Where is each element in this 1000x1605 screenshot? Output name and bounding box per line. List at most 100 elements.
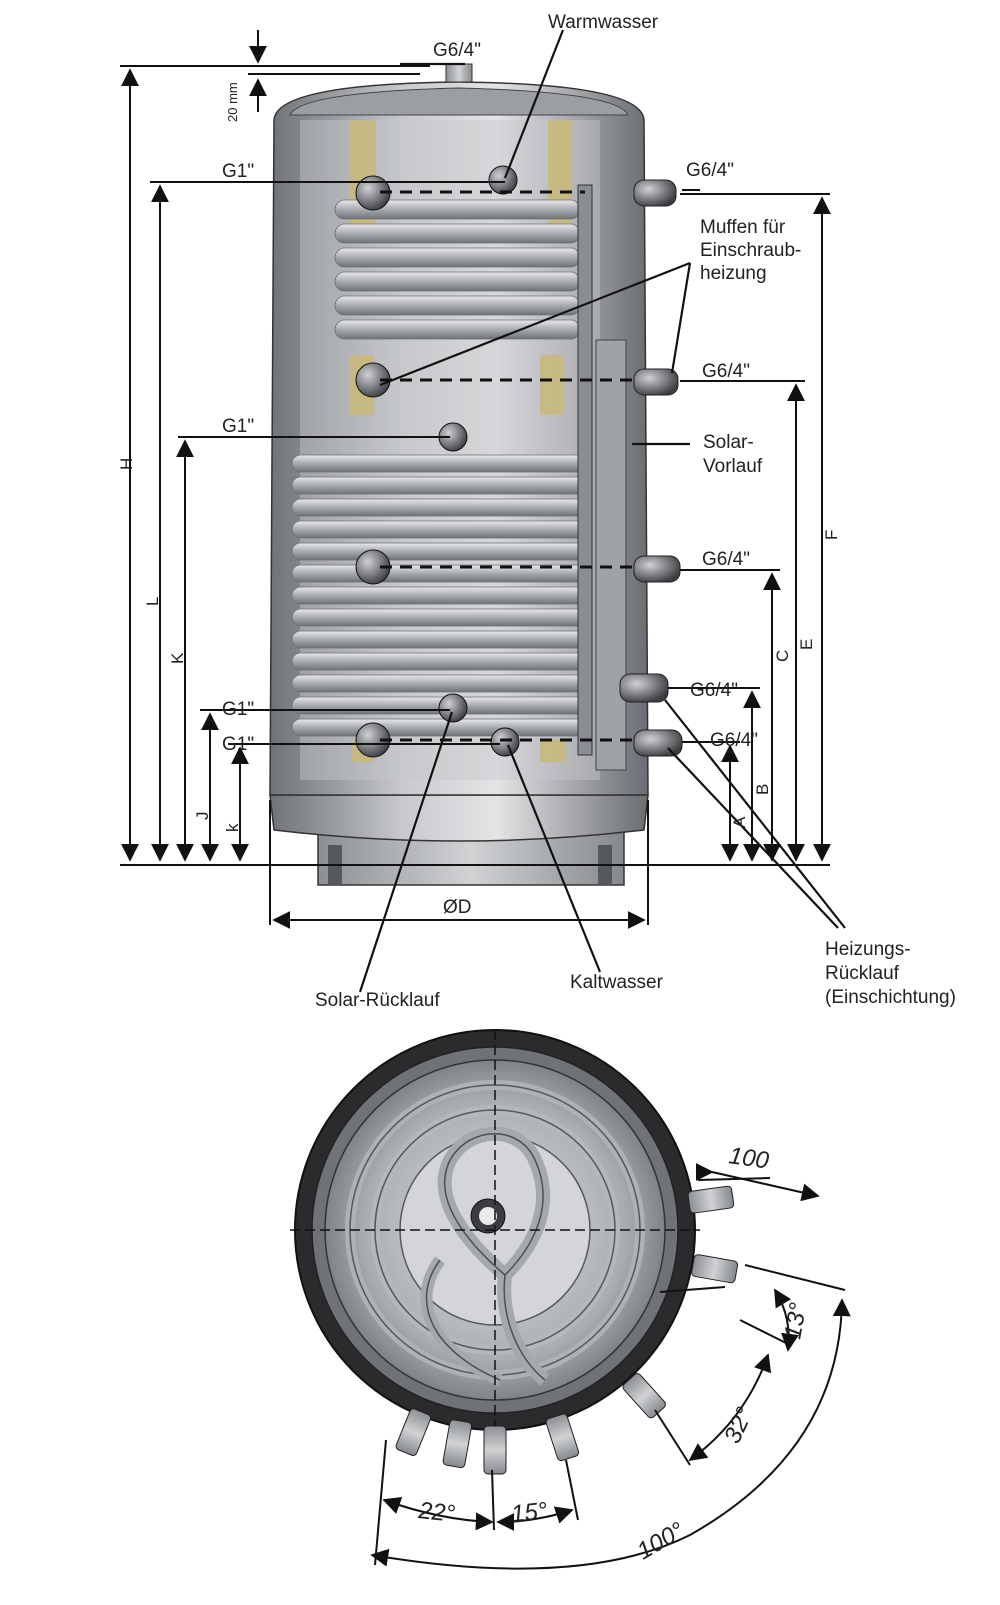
ext-100 bbox=[744, 1264, 846, 1291]
coil-winding bbox=[334, 247, 581, 268]
stub-g64-mid2 bbox=[633, 555, 681, 583]
leader-lines bbox=[220, 29, 846, 993]
tank-top-cap bbox=[289, 87, 629, 116]
dim-label-k: k bbox=[223, 823, 242, 832]
label-muffen-3: heizung bbox=[700, 263, 767, 284]
ext-32 bbox=[654, 1409, 691, 1466]
dim-label-E: E bbox=[797, 639, 816, 650]
port-warmwasser bbox=[488, 165, 518, 195]
label-heizung-2: Rücklauf bbox=[825, 963, 900, 984]
label-heizung-1: Heizungs- bbox=[825, 939, 911, 960]
leader-heizung-2 bbox=[667, 747, 839, 929]
insulation-block bbox=[540, 355, 564, 415]
coil-winding bbox=[334, 295, 581, 316]
label-solar-ruecklauf: Solar-Rücklauf bbox=[315, 990, 440, 1011]
leader-muffen-upper bbox=[379, 261, 691, 387]
top-connection bbox=[445, 63, 473, 83]
label-muffen-1: Muffen für bbox=[700, 217, 786, 238]
coil-winding bbox=[291, 498, 591, 517]
dim-label-F: F bbox=[822, 530, 841, 540]
coil-winding bbox=[291, 454, 591, 473]
leader-warmwasser bbox=[503, 29, 565, 179]
top-view-nozzle bbox=[545, 1413, 580, 1462]
port-g1-low1 bbox=[438, 693, 468, 723]
right-dimensions bbox=[269, 193, 831, 929]
stub-g64-low1 bbox=[619, 673, 669, 703]
dim-100-ext bbox=[659, 1286, 726, 1293]
coil-winding bbox=[291, 520, 591, 539]
top-view-nozzle bbox=[687, 1185, 735, 1214]
ext-22-left bbox=[374, 1439, 387, 1566]
label-g64-low2: G6/4" bbox=[710, 730, 758, 751]
dim-label-B: B bbox=[753, 784, 772, 795]
dim-label-A: A bbox=[730, 816, 749, 828]
dim-label-C: C bbox=[773, 650, 792, 662]
label-20mm: 20 mm bbox=[225, 82, 240, 122]
stratification-pipe bbox=[595, 339, 627, 771]
coil-winding bbox=[291, 674, 591, 693]
tank-side-view bbox=[269, 63, 683, 886]
coil-winding bbox=[291, 586, 591, 605]
coil-loop-edge bbox=[444, 1133, 544, 1277]
ext-13 bbox=[739, 1319, 791, 1346]
angle-label-22: 22° bbox=[416, 1497, 456, 1528]
angle-label-13: 13° bbox=[779, 1300, 812, 1341]
dim-100-ext-left bbox=[697, 1177, 771, 1181]
dim-100-top bbox=[711, 1171, 820, 1202]
leader-muffen-stub bbox=[670, 262, 692, 374]
coil-winding bbox=[334, 271, 581, 292]
arc-100 bbox=[370, 1298, 851, 1570]
leader-heizung-1 bbox=[664, 699, 846, 929]
label-g1-low2: G1" bbox=[222, 734, 254, 755]
ext-22-right bbox=[491, 1469, 495, 1531]
label-top-g64: G6/4" bbox=[433, 40, 481, 61]
label-g1-top: G1" bbox=[222, 161, 254, 182]
stub-g64-top bbox=[633, 179, 677, 207]
dim-label-J: J bbox=[193, 812, 212, 821]
leader-solar-ruecklauf bbox=[358, 711, 454, 993]
top-view-nozzle bbox=[483, 1425, 507, 1475]
coil-winding bbox=[291, 542, 591, 561]
port-kaltwasser bbox=[490, 727, 520, 757]
dim-label-H: H bbox=[117, 458, 136, 470]
left-dimensions bbox=[120, 30, 830, 866]
coil-winding bbox=[291, 652, 591, 671]
label-g1-low1: G1" bbox=[222, 699, 254, 720]
label-g64-top-right: G6/4" bbox=[686, 160, 734, 181]
coil-winding bbox=[291, 476, 591, 495]
arc-32 bbox=[688, 1353, 772, 1462]
tank-top-view bbox=[290, 1029, 739, 1475]
top-view-dimensions: 100 13° 32° 100° 22° 15° bbox=[370, 1142, 851, 1570]
tank-bottom-skirt bbox=[269, 794, 649, 842]
center-connection-hole bbox=[479, 1207, 497, 1225]
label-diameter: ØD bbox=[443, 897, 472, 918]
insulation-block bbox=[540, 740, 566, 762]
label-warmwasser: Warmwasser bbox=[548, 12, 659, 33]
label-kaltwasser: Kaltwasser bbox=[570, 972, 664, 993]
coil-winding bbox=[334, 223, 581, 244]
sensor-tube bbox=[577, 184, 593, 756]
label-solar-vorlauf-2: Vorlauf bbox=[703, 456, 763, 477]
label-g1-mid: G1" bbox=[222, 416, 254, 437]
ext-15-right bbox=[565, 1459, 579, 1521]
top-view-nozzle bbox=[691, 1254, 739, 1284]
label-g64-mid1: G6/4" bbox=[702, 361, 750, 382]
coil-winding bbox=[334, 319, 581, 340]
label-g64-mid2: G6/4" bbox=[702, 549, 750, 570]
angle-label-100: 100° bbox=[633, 1517, 690, 1565]
label-muffen-2: Einschraub- bbox=[700, 240, 801, 261]
angle-label-100-top: 100 bbox=[727, 1142, 771, 1174]
top-view-nozzle bbox=[442, 1419, 473, 1469]
label-g64-low1: G6/4" bbox=[690, 680, 738, 701]
label-solar-vorlauf-1: Solar- bbox=[703, 432, 754, 453]
angle-label-15: 15° bbox=[510, 1497, 549, 1528]
side-labels: Warmwasser G6/4" 20 mm G1" G6/4" Muffen … bbox=[117, 12, 956, 1011]
dim-label-L: L bbox=[143, 597, 162, 606]
label-heizung-3: (Einschichtung) bbox=[825, 987, 956, 1008]
arc-15 bbox=[496, 1506, 574, 1531]
arc-22 bbox=[382, 1496, 494, 1531]
coil-winding bbox=[291, 630, 591, 649]
stub-g64-mid1 bbox=[633, 368, 679, 396]
coil-winding bbox=[291, 718, 591, 737]
